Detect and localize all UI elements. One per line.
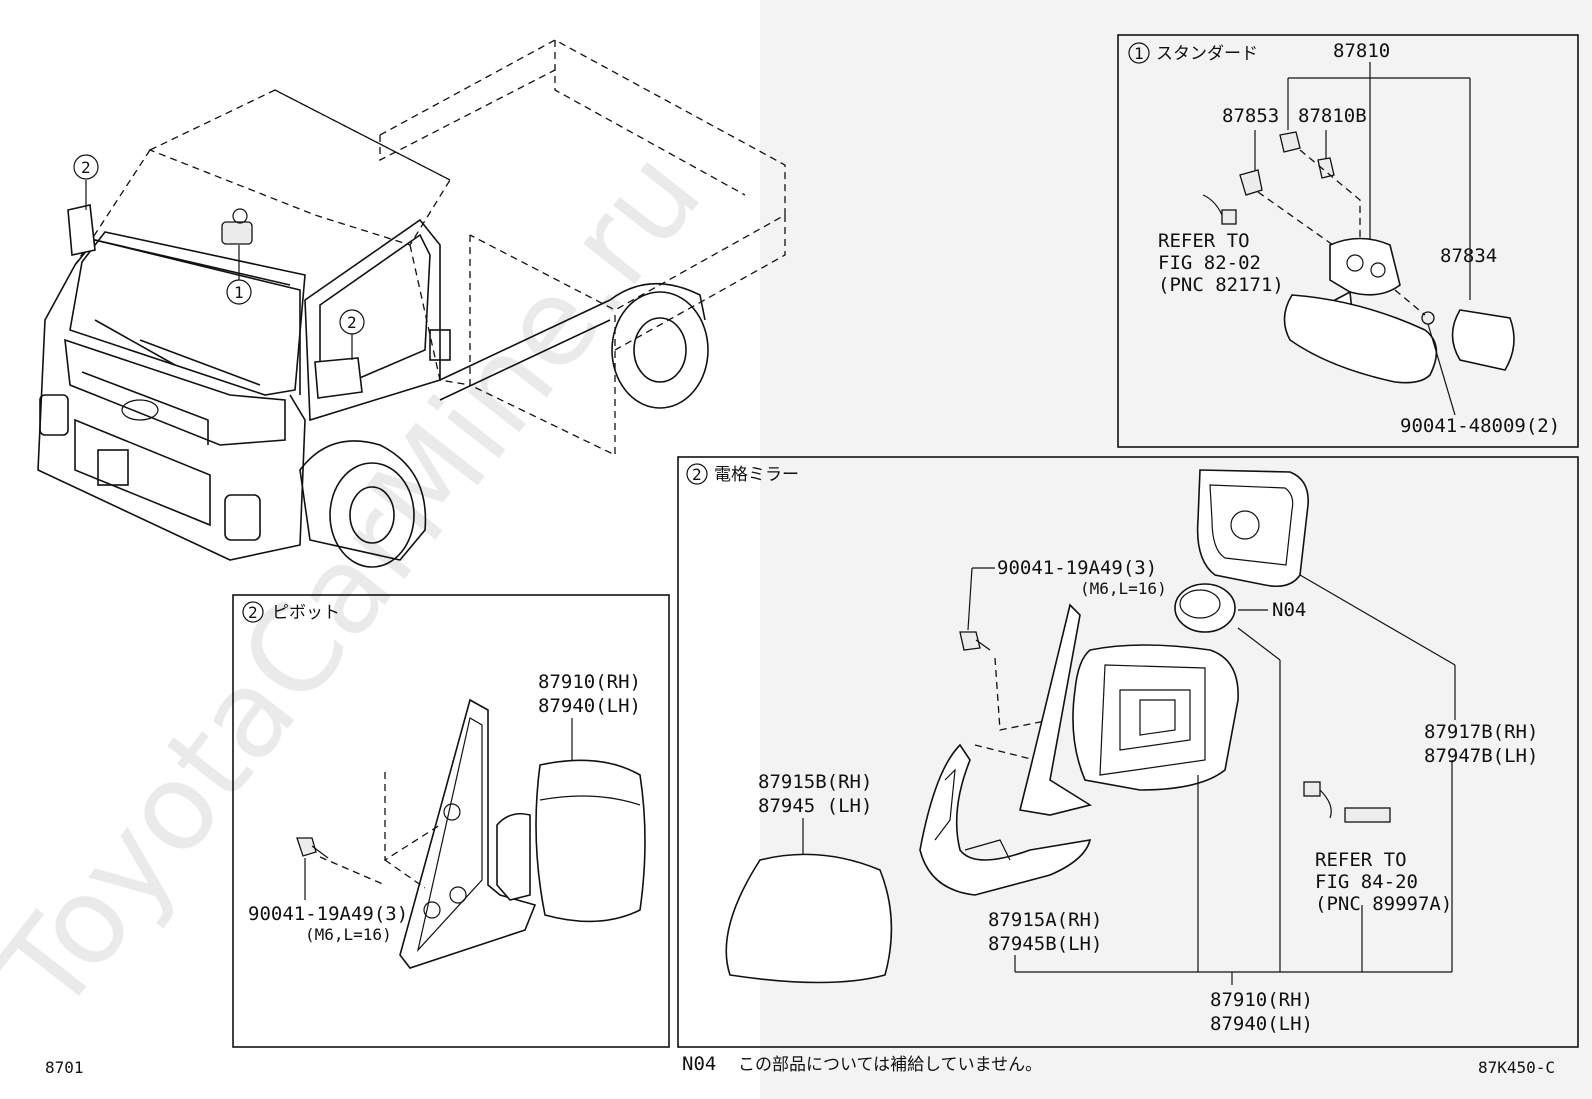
power-refer-line2: FIG 84-20 bbox=[1315, 871, 1418, 893]
power-glass-lh: 87945 (LH) bbox=[758, 795, 872, 817]
part-87810: 87810 bbox=[1333, 40, 1390, 62]
panel-power-frame bbox=[677, 456, 1579, 1048]
callout-1: 1 bbox=[234, 283, 244, 302]
callout-2-right: 2 bbox=[347, 313, 357, 332]
panel-standard-frame bbox=[1117, 34, 1579, 448]
part-87853: 87853 bbox=[1222, 105, 1279, 127]
power-glass-rh: 87915B(RH) bbox=[758, 771, 872, 793]
figure-code: 8701 bbox=[45, 1058, 84, 1077]
pivot-bolt: 90041-19A49(3) bbox=[248, 903, 408, 925]
footnote-text: この部品については補給していません。 bbox=[738, 1055, 1042, 1075]
pivot-bolt-spec: (M6,L=16) bbox=[305, 925, 392, 944]
panel-pivot: 2 ピボット 87910(RH) 87940(LH) 90041-19A49(3… bbox=[232, 594, 670, 1048]
panel-power-number: 2 bbox=[692, 465, 702, 484]
truck-illustration: 2 1 2 bbox=[37, 39, 786, 568]
pivot-part-rh: 87910(RH) bbox=[538, 671, 641, 693]
power-frame-rh: 87917B(RH) bbox=[1424, 721, 1538, 743]
drawing-code: 87K450-C bbox=[1478, 1058, 1555, 1077]
shaded-background bbox=[760, 0, 1592, 1099]
panel-pivot-title: ピボット bbox=[272, 603, 340, 623]
power-refer-line3: (PNC 89997A) bbox=[1315, 893, 1452, 915]
part-87834: 87834 bbox=[1440, 245, 1497, 267]
panel-power: 2 電格ミラー N04 90041-19A49(3) (M6,L=16) bbox=[677, 456, 1579, 1048]
footnote-code: N04 bbox=[682, 1053, 716, 1075]
panel-standard-title: スタンダード bbox=[1156, 44, 1258, 64]
power-assy-lh: 87940(LH) bbox=[1210, 1013, 1313, 1035]
panel-power-title: 電格ミラー bbox=[714, 465, 799, 485]
power-bolt: 90041-19A49(3) bbox=[997, 557, 1157, 579]
panel-pivot-number: 2 bbox=[248, 603, 258, 622]
power-refer-line1: REFER TO bbox=[1315, 849, 1407, 871]
panel-standard-number: 1 bbox=[1134, 44, 1144, 63]
callout-2-left: 2 bbox=[81, 158, 91, 177]
power-assy-rh: 87910(RH) bbox=[1210, 989, 1313, 1011]
standard-refer-line2: FIG 82-02 bbox=[1158, 252, 1261, 274]
callout-2-left-circle bbox=[73, 154, 99, 180]
part-87810b: 87810B bbox=[1298, 105, 1367, 127]
power-part-n04: N04 bbox=[1272, 599, 1306, 621]
panel-pivot-frame bbox=[232, 594, 670, 1048]
power-bolt-spec: (M6,L=16) bbox=[1080, 579, 1167, 598]
power-frame-lh: 87947B(LH) bbox=[1424, 745, 1538, 767]
standard-refer-line1: REFER TO bbox=[1158, 230, 1250, 252]
part-90041-48009: 90041-48009(2) bbox=[1400, 415, 1560, 437]
panel-standard: 1 スタンダード 87810 87853 87810B REFER TO FIG… bbox=[1117, 34, 1579, 448]
pivot-part-lh: 87940(LH) bbox=[538, 695, 641, 717]
power-cover-rh: 87915A(RH) bbox=[988, 909, 1102, 931]
power-cover-lh: 87945B(LH) bbox=[988, 933, 1102, 955]
standard-refer-line3: (PNC 82171) bbox=[1158, 274, 1284, 296]
